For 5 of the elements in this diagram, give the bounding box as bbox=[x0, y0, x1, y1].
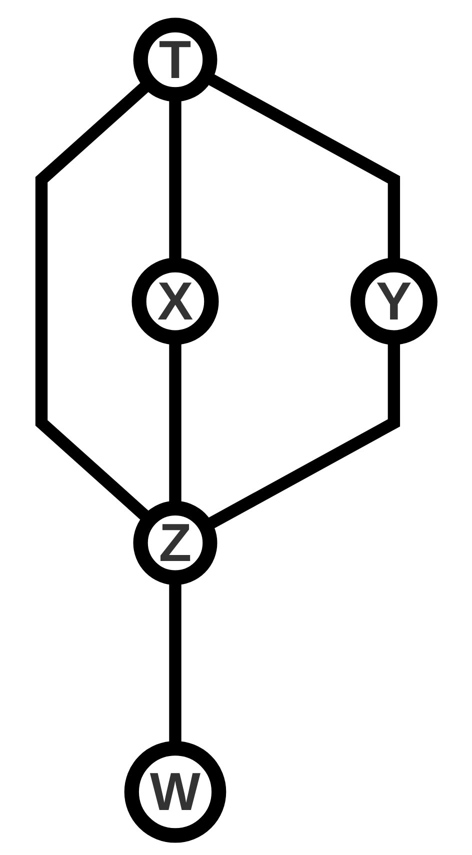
node-circle: Z bbox=[133, 500, 218, 585]
node-circle: X bbox=[132, 258, 219, 345]
node-circle: T bbox=[133, 18, 218, 102]
node-circle: W bbox=[124, 740, 226, 843]
node-circle: Y bbox=[350, 258, 438, 345]
